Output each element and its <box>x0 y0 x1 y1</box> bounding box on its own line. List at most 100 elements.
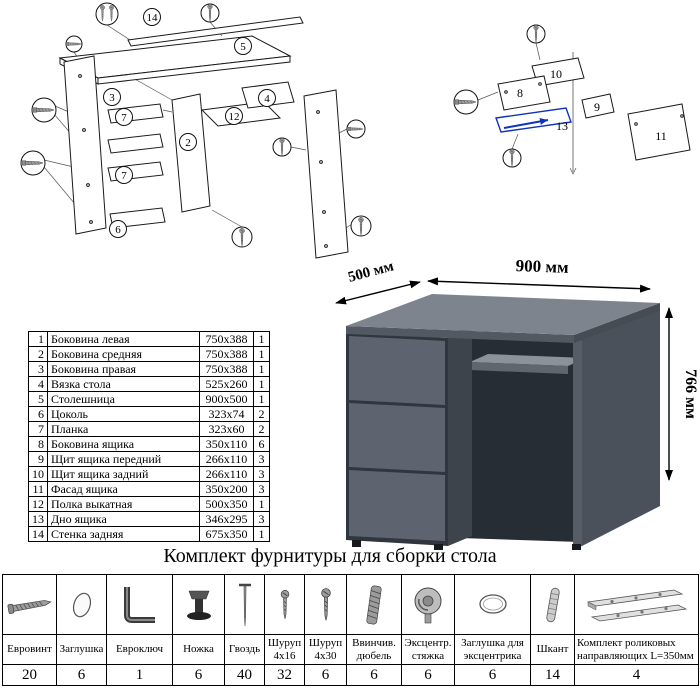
svg-text:7: 7 <box>121 170 127 182</box>
screw-detail-icon <box>453 89 479 115</box>
part-num: 13 <box>28 511 48 527</box>
hardware-kit-title: Комплект фурнитуры для сборки стола <box>163 545 497 567</box>
svg-text:4: 4 <box>264 93 270 105</box>
furniture-leg-icon <box>187 590 211 620</box>
svg-text:14: 14 <box>147 12 159 24</box>
fastener-detail-icons <box>20 2 372 248</box>
part-qty: 1 <box>253 331 270 347</box>
hardware-qty: 4 <box>574 664 699 686</box>
part-name: Боковина правая <box>47 361 200 377</box>
part-name: Щит ящика передний <box>47 451 200 467</box>
hardware-name: Комплект роликовых направляющих L=350мм <box>574 634 699 665</box>
screw-4x16-icon <box>280 589 290 619</box>
confirmat-screw-icon <box>7 599 52 614</box>
nail-icon <box>239 583 251 626</box>
assembled-desk-render: 900 мм 500 мм 766 мм <box>335 256 699 550</box>
hardware-qty: 6 <box>454 664 531 686</box>
part-name: Полка выкатная <box>47 496 200 512</box>
part-qty: 1 <box>253 526 270 542</box>
hardware-qty: 6 <box>56 664 107 686</box>
part-size: 346x295 <box>199 511 254 527</box>
hardware-name: Заглушка для эксцентрика <box>454 634 531 665</box>
part-qty: 1 <box>253 346 270 362</box>
svg-text:2: 2 <box>185 137 191 149</box>
part-name: Дно ящика <box>47 511 200 527</box>
hardware-name: Шуруп 4х30 <box>304 634 347 665</box>
part-num: 10 <box>28 466 48 482</box>
svg-text:8: 8 <box>517 86 523 100</box>
part-size: 323x74 <box>199 406 254 422</box>
part-num: 2 <box>28 346 48 362</box>
exploded-view-drawer-diagram: 10 8 9 13 11 <box>453 24 691 175</box>
svg-text:3: 3 <box>109 92 115 104</box>
part-num: 14 <box>28 526 48 542</box>
hardware-qty: 6 <box>401 664 455 686</box>
screw-detail-icon <box>272 137 292 157</box>
part-name: Боковина средняя <box>47 346 200 362</box>
part-size: 675x350 <box>199 526 254 542</box>
desk-foot <box>434 544 443 550</box>
part-qty: 2 <box>253 421 270 437</box>
part-qty: 6 <box>253 436 270 452</box>
part-qty: 3 <box>253 451 270 467</box>
part-num: 8 <box>28 436 48 452</box>
drawer-slides-icon <box>586 589 687 621</box>
hardware-qty: 40 <box>224 664 265 686</box>
svg-text:5: 5 <box>240 41 246 53</box>
svg-text:7: 7 <box>121 112 127 124</box>
svg-text:6: 6 <box>115 224 121 236</box>
wood-dowel-icon <box>546 587 560 622</box>
hardware-name: Гвоздь <box>224 634 265 665</box>
screw-detail-icon <box>231 226 253 248</box>
leader-lines <box>477 42 577 175</box>
cap-icon <box>72 592 92 617</box>
part-num: 7 <box>28 421 48 437</box>
part-qty: 3 <box>253 481 270 497</box>
hardware-name: Ввинчив. дюбель <box>346 634 402 665</box>
screw-detail-icon <box>346 119 366 139</box>
part-num: 4 <box>28 376 48 392</box>
part-num: 12 <box>28 496 48 512</box>
part-num: 11 <box>28 481 48 497</box>
part-qty: 1 <box>253 361 270 377</box>
hardware-qty: 1 <box>106 664 173 686</box>
hardware-name: Заглушка <box>56 634 107 665</box>
hardware-name: Евровинт <box>2 634 57 665</box>
diagram-panels <box>58 16 349 259</box>
screw-detail-icon <box>200 3 220 23</box>
dimension-width-label: 900 мм <box>515 256 569 277</box>
part-size: 500x350 <box>199 496 254 512</box>
part-num: 6 <box>28 406 48 422</box>
part-name: Фасад ящика <box>47 481 200 497</box>
part-size: 266x110 <box>199 466 254 482</box>
part-qty: 3 <box>253 466 270 482</box>
screw-detail-icon <box>31 97 57 123</box>
screw-detail-icon <box>20 150 46 176</box>
hex-key-icon <box>124 586 155 623</box>
screw-detail-icon <box>65 35 83 53</box>
hardware-qty: 20 <box>2 664 57 686</box>
screw-detail-icon <box>95 2 119 26</box>
part-name: Цоколь <box>47 406 200 422</box>
part-name: Боковина ящика <box>47 436 200 452</box>
screw-detail-icon <box>502 148 522 168</box>
svg-text:9: 9 <box>594 100 600 114</box>
hardware-qty: 6 <box>346 664 402 686</box>
part-qty: 3 <box>253 511 270 527</box>
hardware-qty: 32 <box>264 664 305 686</box>
part-labels: 10 8 9 13 11 <box>517 67 667 143</box>
part-num: 1 <box>28 331 48 347</box>
hardware-icons-row <box>2 574 699 635</box>
hardware-name: Эксцентр. стяжка <box>401 634 455 665</box>
part-name: Щит ящика задний <box>47 466 200 482</box>
hardware-name: Шуруп 4х16 <box>264 634 305 665</box>
part-callouts: 14 5 3 7 2 12 4 7 6 <box>103 8 276 238</box>
hardware-name: Ножка <box>172 634 225 665</box>
